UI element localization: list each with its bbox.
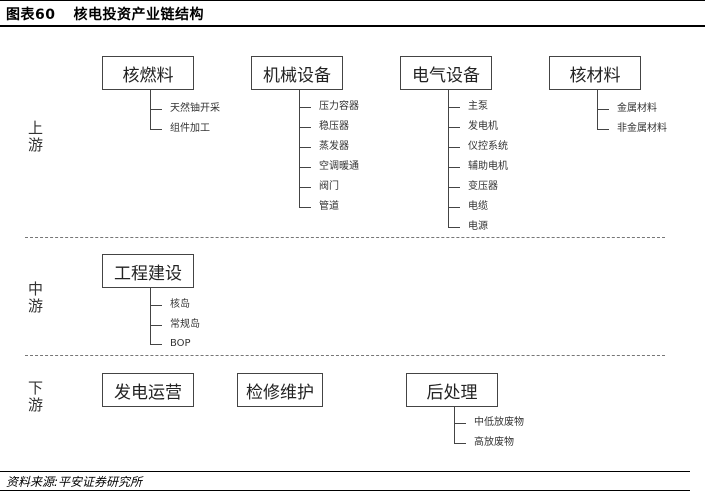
stage-char: 游 bbox=[28, 136, 44, 154]
divider-upstream-midstream bbox=[25, 237, 665, 238]
nuclear-fuel-item: 天然铀开采 bbox=[170, 103, 220, 114]
post-processing-item: 中低放废物 bbox=[474, 417, 524, 428]
branch-connector bbox=[448, 107, 460, 108]
stage-char: 游 bbox=[28, 396, 44, 414]
nuclear-materials-item: 非金属材料 bbox=[617, 122, 667, 134]
stage-midstream: 中游 bbox=[28, 281, 44, 315]
figure-number: 图表60 bbox=[6, 7, 56, 23]
electrical-equipment-item: 主泵 bbox=[468, 101, 488, 112]
post-processing-branch-line bbox=[454, 407, 455, 443]
electrical-equipment-item: 仪控系统 bbox=[468, 141, 508, 152]
engineering-construction-branch-line bbox=[150, 288, 151, 344]
branch-connector bbox=[150, 128, 162, 130]
stage-upstream: 上游 bbox=[28, 120, 44, 154]
engineering-construction-item: 常规岛 bbox=[170, 318, 200, 330]
divider-midstream-downstream bbox=[25, 355, 665, 356]
electrical-equipment-item: 辅助电机 bbox=[468, 161, 508, 172]
mechanical-equipment-branch-line bbox=[299, 90, 300, 207]
branch-connector bbox=[454, 423, 466, 424]
mechanical-equipment-item: 蒸发器 bbox=[319, 141, 349, 152]
mechanical-equipment-item: 压力容器 bbox=[319, 101, 359, 112]
branch-connector bbox=[299, 107, 311, 108]
branch-connector bbox=[150, 324, 162, 326]
nuclear-materials-box: 核材料 bbox=[549, 56, 641, 90]
engineering-construction-item: BOP bbox=[170, 338, 191, 349]
top-rule bbox=[0, 0, 705, 1]
mechanical-equipment-item: 稳压器 bbox=[319, 121, 349, 132]
source-note: 资料来源:平安证券研究所 bbox=[6, 475, 143, 489]
electrical-equipment-item: 电缆 bbox=[468, 201, 488, 212]
electrical-equipment-item: 电源 bbox=[468, 221, 488, 232]
electrical-equipment-item: 发电机 bbox=[468, 121, 498, 132]
post-processing-box: 后处理 bbox=[406, 373, 498, 407]
branch-connector bbox=[597, 128, 609, 130]
nuclear-fuel-item: 组件加工 bbox=[170, 122, 210, 134]
branch-connector bbox=[299, 167, 311, 168]
source-top-rule bbox=[0, 471, 690, 472]
mechanical-equipment-item: 管道 bbox=[319, 201, 339, 212]
branch-connector bbox=[448, 147, 460, 148]
figure-title-text: 核电投资产业链结构 bbox=[73, 7, 204, 23]
stage-char: 上 bbox=[28, 119, 44, 137]
branch-connector bbox=[454, 442, 466, 444]
branch-connector bbox=[448, 187, 460, 188]
title-rule bbox=[0, 25, 705, 27]
branch-connector bbox=[150, 305, 162, 306]
figure-title: 图表60 核电投资产业链结构 bbox=[6, 4, 204, 24]
mechanical-equipment-item: 阀门 bbox=[319, 181, 339, 192]
nuclear-materials-item: 金属材料 bbox=[617, 103, 657, 114]
branch-connector bbox=[597, 109, 609, 110]
branch-connector bbox=[150, 109, 162, 110]
electrical-equipment-box: 电气设备 bbox=[400, 56, 492, 90]
branch-connector bbox=[299, 147, 311, 148]
branch-connector bbox=[299, 207, 311, 208]
mechanical-equipment-item: 空调暖通 bbox=[319, 161, 359, 172]
electrical-equipment-branch-line bbox=[448, 90, 449, 227]
stage-downstream: 下游 bbox=[28, 380, 44, 414]
stage-char: 下 bbox=[28, 379, 44, 397]
source-bottom-rule bbox=[0, 490, 690, 491]
branch-connector bbox=[150, 344, 162, 345]
branch-connector bbox=[448, 227, 460, 228]
electrical-equipment-item: 变压器 bbox=[468, 181, 498, 192]
nuclear-fuel-box: 核燃料 bbox=[102, 56, 194, 90]
stage-char: 游 bbox=[28, 297, 44, 315]
branch-connector bbox=[299, 127, 311, 128]
branch-connector bbox=[448, 127, 460, 128]
engineering-construction-box: 工程建设 bbox=[102, 254, 194, 288]
post-processing-item: 高放废物 bbox=[474, 436, 514, 448]
engineering-construction-item: 核岛 bbox=[170, 299, 190, 310]
branch-connector bbox=[448, 167, 460, 168]
mechanical-equipment-box: 机械设备 bbox=[251, 56, 343, 90]
power-operation-box: 发电运营 bbox=[102, 373, 194, 407]
maintenance-box: 检修维护 bbox=[237, 373, 323, 407]
stage-char: 中 bbox=[28, 280, 44, 298]
branch-connector bbox=[299, 187, 311, 188]
branch-connector bbox=[448, 207, 460, 208]
